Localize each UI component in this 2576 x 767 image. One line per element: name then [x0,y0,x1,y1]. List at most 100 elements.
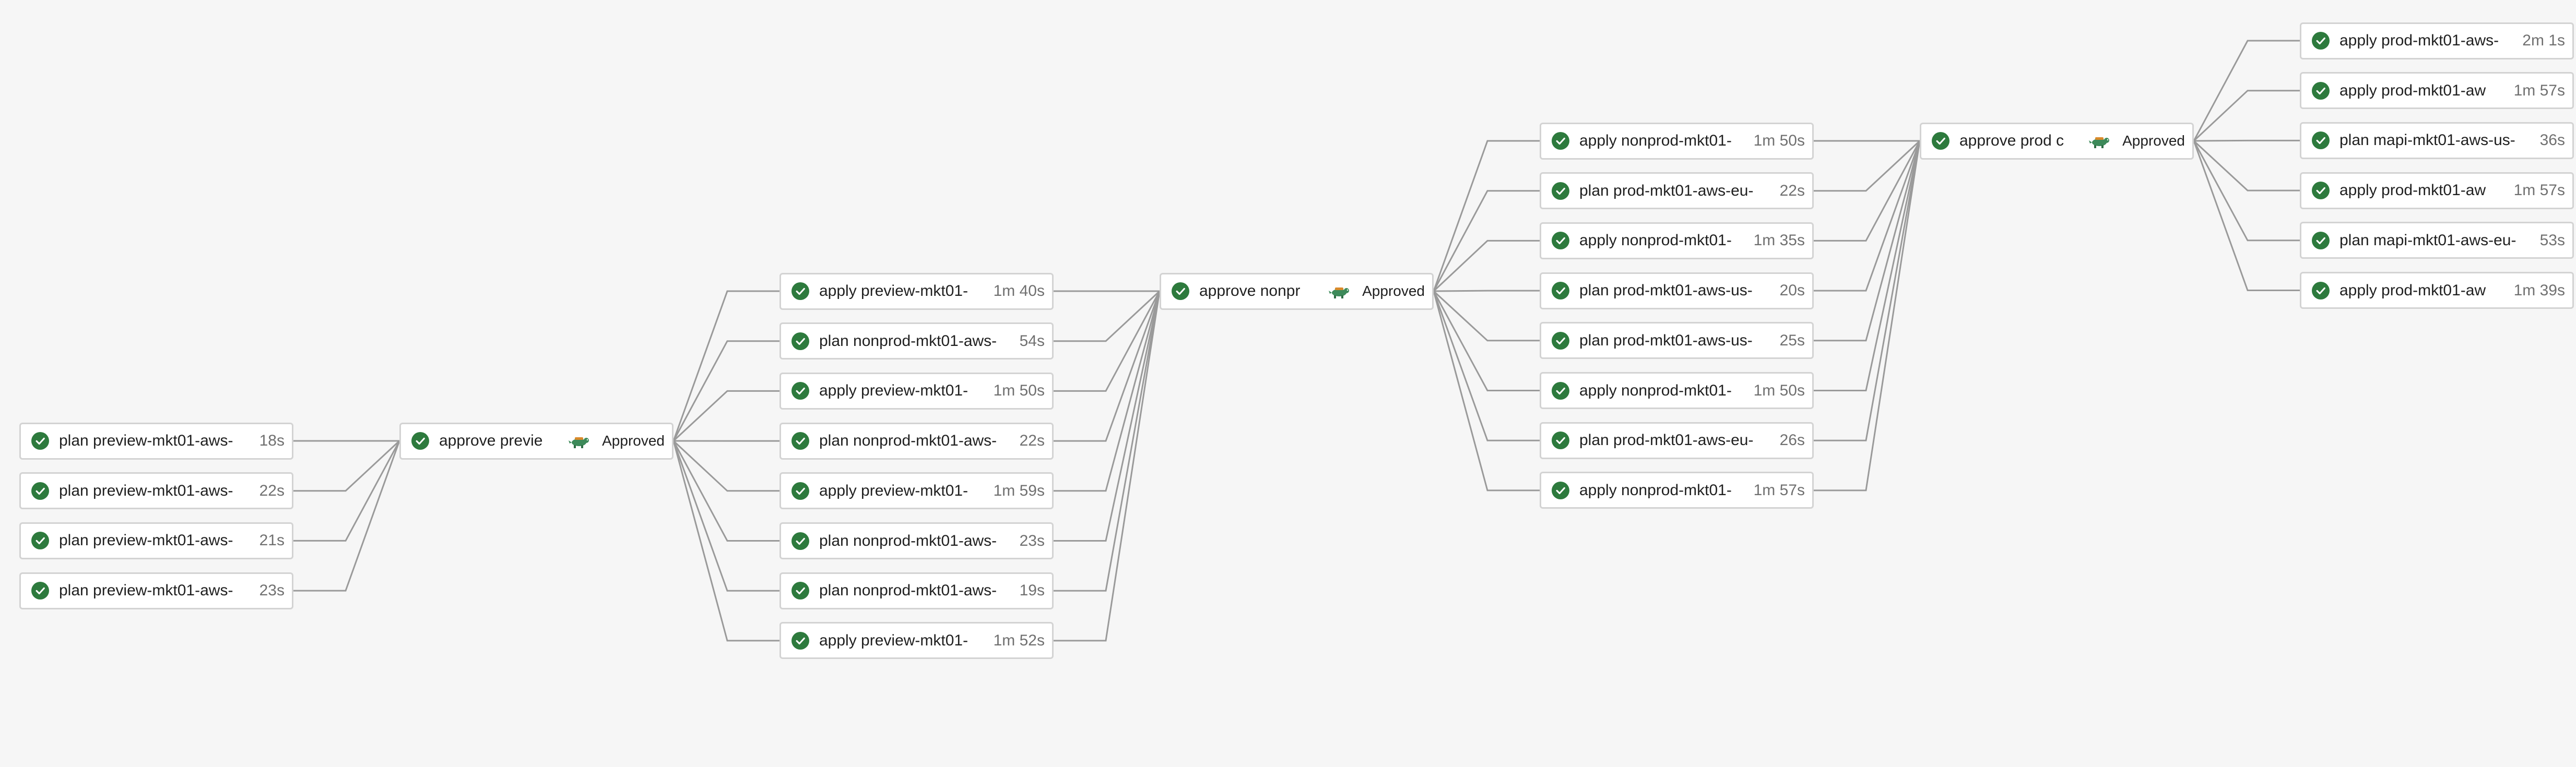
job-node[interactable]: plan nonprod-mkt01-aws-54s [779,322,1054,360]
approver-avatar-icon [2089,137,2110,148]
job-duration: 1m 50s [993,382,1045,400]
job-name: apply prod-mkt01-aw [2339,281,2486,299]
checkmark-glyph [796,637,805,644]
job-duration: 22s [1779,182,1805,199]
job-node[interactable]: plan nonprod-mkt01-aws-22s [779,422,1054,460]
job-name: apply preview-mkt01- [819,631,968,649]
dependency-edge [1814,140,1921,342]
job-node[interactable]: plan prod-mkt01-aws-eu-26s [1540,422,1814,459]
job-node[interactable]: plan prod-mkt01-aws-eu-22s [1540,172,1814,210]
job-duration: 1m 50s [1753,381,1805,399]
job-name: apply preview-mkt01- [819,382,968,400]
job-name: plan nonprod-mkt01-aws- [819,332,997,350]
dependency-edge [1814,140,1921,242]
check-circle-icon [1552,232,1569,250]
check-circle-icon [1552,132,1569,150]
dependency-edge [1054,291,1161,592]
job-node[interactable]: plan prod-mkt01-aws-us-20s [1540,272,1814,309]
check-circle-icon [31,582,49,600]
dependency-edge [1433,190,1540,292]
checkmark-glyph [36,487,45,495]
check-circle-icon [1552,381,1569,400]
job-node[interactable]: apply preview-mkt01- 1m 52s [779,622,1054,660]
checkmark-glyph [796,588,805,595]
approver-avatar-icon [1329,287,1350,298]
job-node[interactable]: apply preview-mkt01-1m 59s [779,472,1054,510]
check-circle-icon [2312,131,2330,150]
job-duration: 1m 39s [2513,281,2565,299]
checkmark-glyph [2316,137,2325,145]
job-name: apply nonprod-mkt01- [1579,232,1732,249]
job-duration: 1m 50s [1753,132,1805,149]
checkmark-glyph [1936,137,1945,145]
check-circle-icon [1552,182,1569,200]
dependency-edge [672,390,779,442]
checkmark-glyph [1556,487,1565,494]
job-duration: 1m 59s [993,482,1045,499]
dependency-edge [1054,291,1161,642]
check-circle-icon [791,631,809,650]
checkmark-glyph [796,338,805,345]
job-duration: 21s [259,532,285,549]
job-node[interactable]: plan preview-mkt01-aws-22s [19,472,293,510]
dependency-edge [1814,140,1921,441]
job-node[interactable]: apply preview-mkt01-1m 40s [779,272,1054,310]
check-circle-icon [791,482,809,500]
job-duration: 20s [1779,282,1805,299]
job-node[interactable]: plan mapi-mkt01-aws-us-36s [2300,122,2574,159]
check-circle-icon [791,382,809,400]
job-node[interactable]: apply preview-mkt01- 1m 50s [779,372,1054,410]
check-circle-icon [2312,32,2330,50]
dependency-edge [672,290,779,441]
dependency-edge [293,440,400,592]
check-circle-icon [1552,282,1569,300]
dependency-edge [2193,140,2300,242]
job-name: plan prod-mkt01-aws-eu- [1579,432,1754,449]
job-node[interactable]: apply nonprod-mkt01-1m 35s [1540,222,1814,259]
job-node[interactable]: plan mapi-mkt01-aws-eu-53s [2300,222,2574,259]
job-name: apply nonprod-mkt01- [1579,132,1732,149]
dependency-edge [2193,139,2300,142]
check-circle-icon [1932,132,1949,150]
job-node[interactable]: plan preview-mkt01-aws-21s [19,522,293,559]
job-duration: 1m 52s [993,631,1045,649]
job-node[interactable]: plan nonprod-mkt01-aws-23s [779,522,1054,559]
approval-status: Approved [1362,283,1425,299]
job-node[interactable]: plan nonprod-mkt01-aws-19s [779,572,1054,609]
dependency-edge [1814,140,1921,391]
job-name: approve previe [439,432,543,449]
job-node[interactable]: apply nonprod-mkt01- 1m 50s [1540,122,1814,160]
dependency-edge [1433,290,1540,342]
job-duration: 23s [1019,532,1045,549]
job-node[interactable]: apply prod-mkt01-aw 1m 39s [2300,272,2574,309]
check-circle-icon [2312,281,2330,299]
dependency-edge [1814,140,1921,292]
checkmark-glyph [796,287,805,295]
job-duration: 18s [259,432,285,449]
job-node[interactable]: apply nonprod-mkt01-1m 57s [1540,472,1814,509]
job-name: plan nonprod-mkt01-aws- [819,432,997,450]
checkmark-glyph [416,437,425,445]
job-node[interactable]: apply nonprod-mkt01-1m 50s [1540,372,1814,409]
job-node[interactable]: apply prod-mkt01-aws-2m 1s [2300,22,2574,59]
job-name: apply prod-mkt01-aw [2339,81,2486,99]
job-node[interactable]: plan prod-mkt01-aws-us-25s [1540,322,1814,359]
job-node[interactable]: plan preview-mkt01-aws-23s [19,572,293,609]
dependency-edge [672,440,779,492]
job-node[interactable]: plan preview-mkt01-aws-18s [19,422,293,460]
checkmark-glyph [1556,137,1565,145]
check-circle-icon [791,282,809,300]
dependency-edge [672,440,779,592]
checkmark-glyph [796,537,805,545]
job-name: plan preview-mkt01-aws- [59,482,233,499]
job-duration: 25s [1779,331,1805,349]
checkmark-glyph [796,487,805,495]
dependency-edge [672,440,779,642]
dependency-edge [1433,291,1540,441]
check-circle-icon [1552,432,1569,450]
